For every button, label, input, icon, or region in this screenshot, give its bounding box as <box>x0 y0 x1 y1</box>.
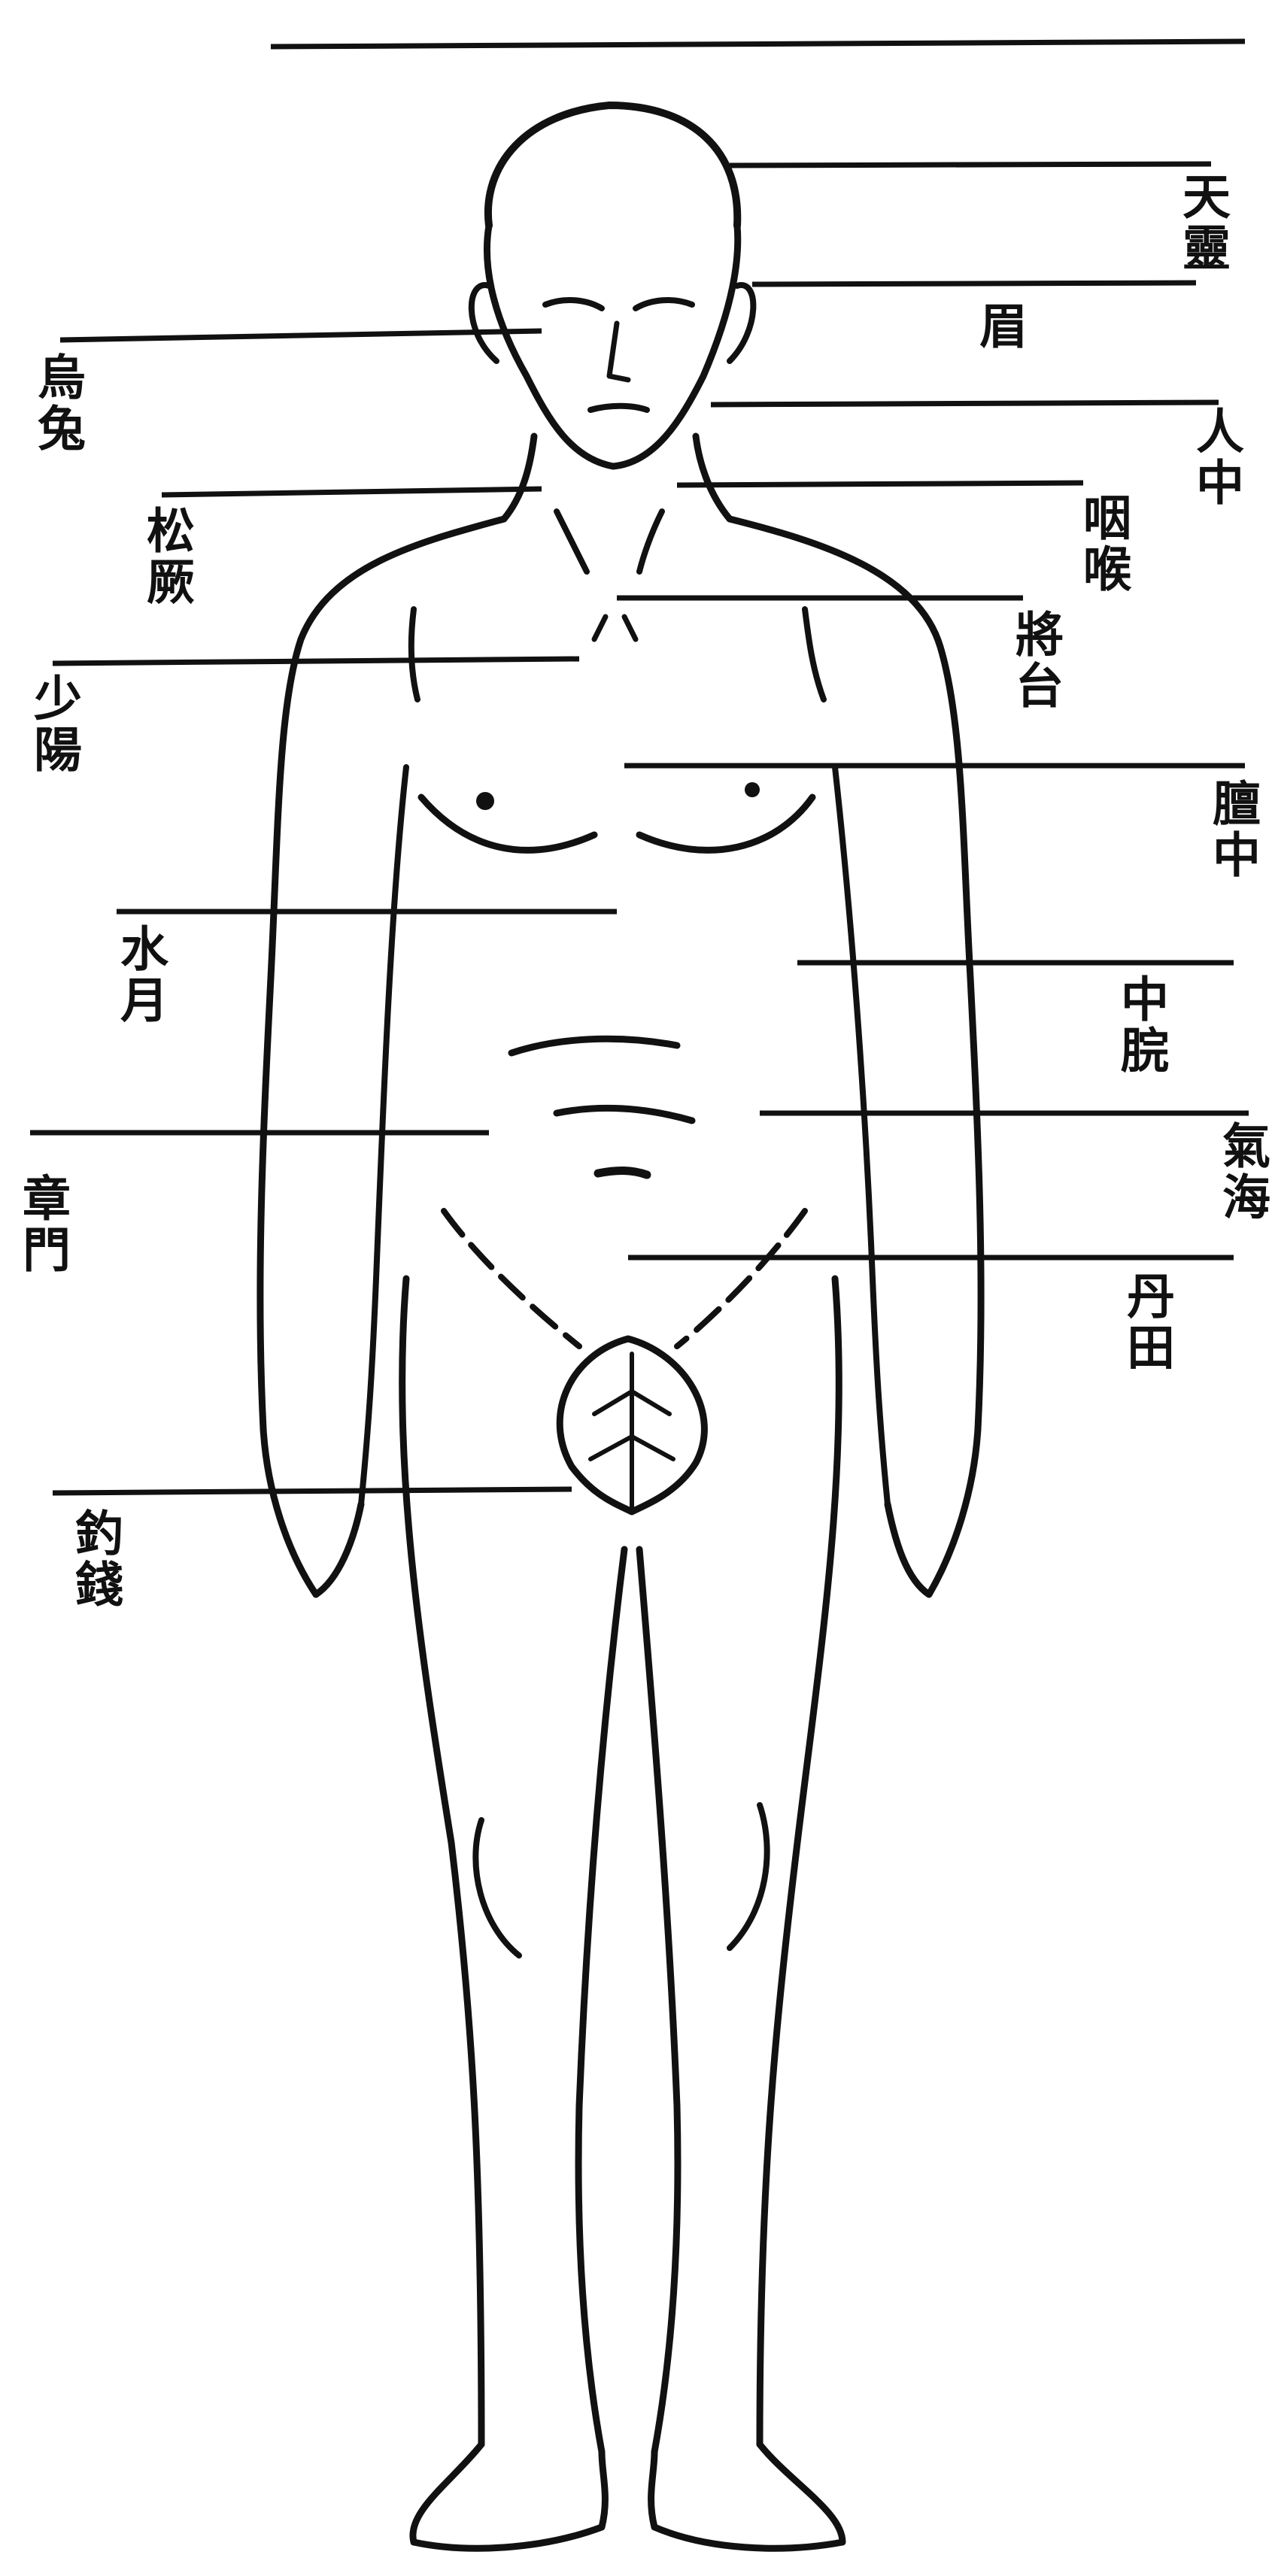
left-hand <box>263 1429 361 1594</box>
leader-tianling <box>730 164 1211 165</box>
top-rule <box>271 41 1245 47</box>
clavicle-left <box>411 609 417 699</box>
left-foot <box>413 2444 606 2548</box>
leader-yanhou <box>677 483 1083 485</box>
right-eye <box>636 300 692 308</box>
leg-left-outer <box>402 1279 481 2444</box>
mouth <box>590 406 647 410</box>
leader-shaoyang <box>53 659 579 663</box>
label-zhangmen: 章門 <box>15 1173 69 1276</box>
clavicle-right <box>805 609 824 699</box>
abdomen-mid <box>557 1108 692 1121</box>
label-jiangtai: 將台 <box>1008 609 1062 712</box>
label-renzhong: 人中 <box>1189 406 1243 508</box>
navel <box>598 1170 647 1175</box>
leg-left-inner <box>578 1549 624 2452</box>
chest-left <box>421 797 594 850</box>
chest-right <box>639 797 812 850</box>
label-wushu: 烏兔 <box>30 352 84 454</box>
neck-muscle-left <box>557 511 587 572</box>
neck-muscle-right <box>639 511 662 572</box>
pelvis-right <box>677 1211 805 1346</box>
label-yanhou: 咽喉 <box>1076 493 1130 595</box>
label-tanzhong: 膻中 <box>1205 778 1259 881</box>
label-songjue: 松厥 <box>139 505 193 608</box>
fig-leaf-vein <box>590 1354 673 1512</box>
left-eye <box>545 300 602 308</box>
leg-right-outer <box>760 1279 839 2444</box>
leader-renzhong <box>711 402 1219 405</box>
label-dantian: 丹田 <box>1119 1271 1173 1373</box>
pelvis-left <box>444 1211 579 1346</box>
label-ming: 眉 <box>972 301 1026 352</box>
label-shaoyang: 少陽 <box>26 673 80 775</box>
right-hand <box>888 1429 978 1594</box>
label-shuiyue: 水月 <box>113 924 167 1026</box>
knee-left <box>475 1820 519 1956</box>
leader-wushu <box>60 331 542 340</box>
human-figure <box>260 105 981 2548</box>
leader-lines <box>30 164 1249 1493</box>
hair <box>488 105 737 226</box>
inner-arm-right <box>835 767 888 1504</box>
torso-left <box>260 519 504 1429</box>
label-zhongwan: 中脘 <box>1113 974 1167 1076</box>
label-qihai: 氣海 <box>1215 1121 1269 1223</box>
abdomen-upper <box>512 1039 677 1053</box>
label-diaoqian: 釣錢 <box>68 1508 122 1610</box>
neck-left <box>504 436 534 519</box>
knee-right <box>730 1805 767 1948</box>
leg-right-inner <box>639 1549 678 2452</box>
neck-right <box>696 436 730 519</box>
right-nipple <box>745 782 760 797</box>
leader-diaoqian <box>53 1489 572 1493</box>
left-nipple <box>476 792 494 810</box>
sternum-mark <box>594 617 636 639</box>
nose <box>609 323 628 380</box>
leader-songjue <box>162 489 542 495</box>
leader-ming <box>752 283 1196 284</box>
label-tianling: 天靈 <box>1175 171 1229 274</box>
right-foot <box>651 2444 842 2548</box>
